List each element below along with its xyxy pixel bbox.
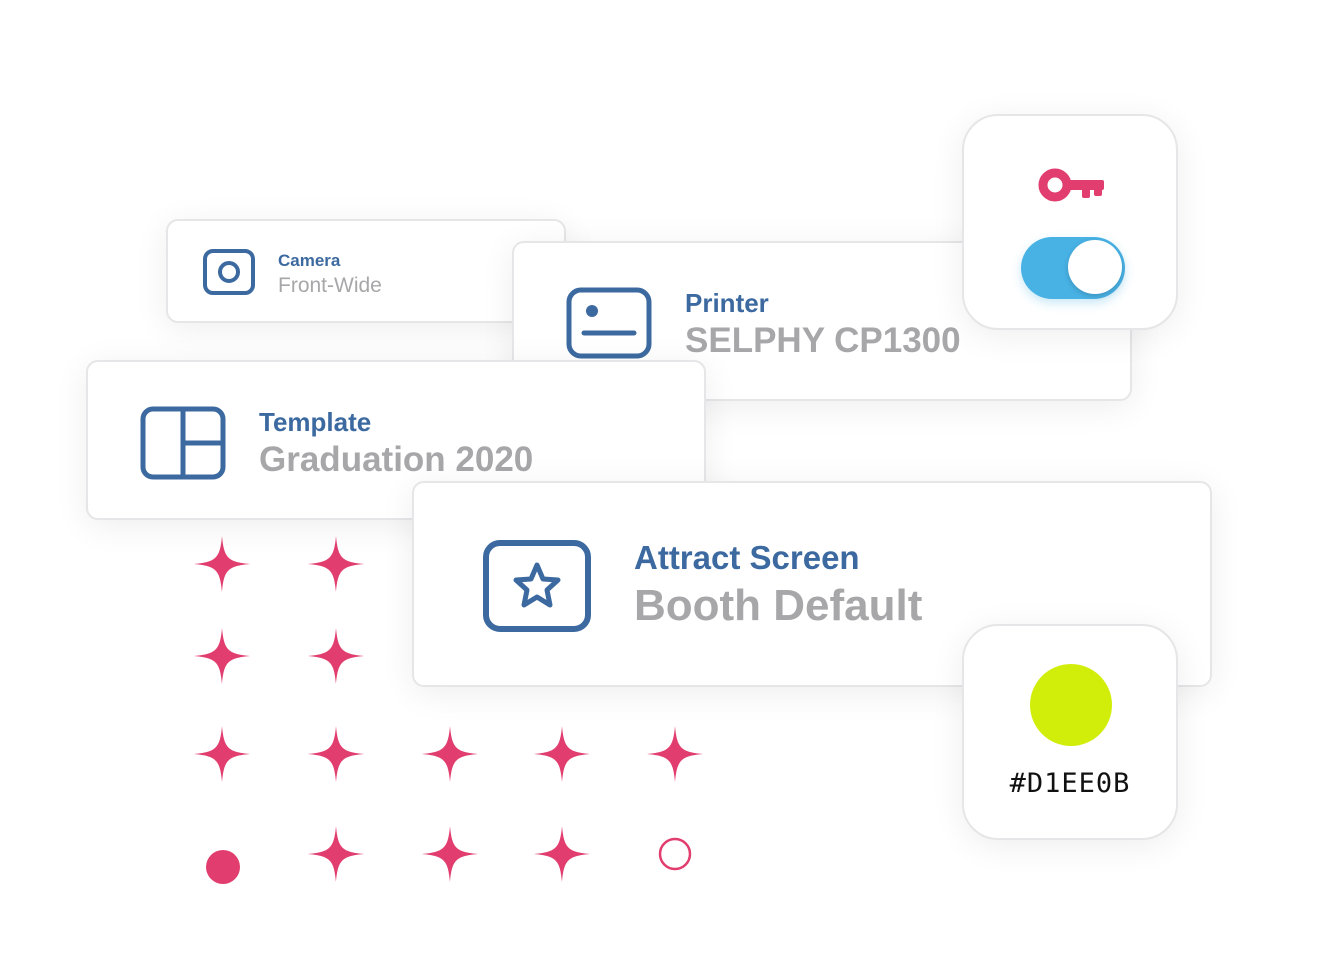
- template-setting-card[interactable]: Template Graduation 2020: [86, 360, 706, 520]
- camera-label: Camera: [278, 251, 341, 270]
- sparkle-icon: [306, 626, 366, 691]
- sparkle-icon: [192, 626, 252, 691]
- ring-icon: [658, 837, 692, 876]
- color-swatch[interactable]: [1030, 664, 1112, 746]
- sparkle-icon: [306, 824, 366, 889]
- template-layout-icon: [140, 406, 226, 485]
- sparkle-icon: [306, 534, 366, 599]
- sparkle-icon: [420, 724, 480, 789]
- color-picker-tile: #D1EE0B: [962, 624, 1178, 840]
- sparkle-icon: [306, 724, 366, 789]
- camera-value: Front-Wide: [278, 274, 382, 297]
- sparkle-icon: [645, 724, 705, 789]
- star-screen-icon: [482, 539, 592, 638]
- sparkle-icon: [192, 534, 252, 599]
- dot-icon: [206, 850, 240, 889]
- key-toggle-tile: [962, 114, 1178, 330]
- camera-icon: [202, 248, 256, 301]
- sparkle-icon: [192, 724, 252, 789]
- camera-setting-card[interactable]: Camera Front-Wide: [166, 219, 566, 323]
- sparkle-icon: [532, 824, 592, 889]
- toggle-knob: [1068, 240, 1122, 294]
- template-label: Template: [259, 407, 372, 437]
- attract-screen-label: Attract Screen: [634, 539, 860, 576]
- color-hex-value: #D1EE0B: [1009, 768, 1131, 799]
- key-icon: [1038, 166, 1106, 209]
- toggle-switch[interactable]: [1021, 237, 1125, 299]
- printer-label: Printer: [685, 288, 769, 318]
- attract-screen-value: Booth Default: [634, 581, 923, 630]
- printer-icon: [566, 287, 652, 364]
- printer-value: SELPHY CP1300: [685, 321, 961, 360]
- sparkle-icon: [532, 724, 592, 789]
- template-value: Graduation 2020: [259, 440, 534, 479]
- sparkle-icon: [420, 824, 480, 889]
